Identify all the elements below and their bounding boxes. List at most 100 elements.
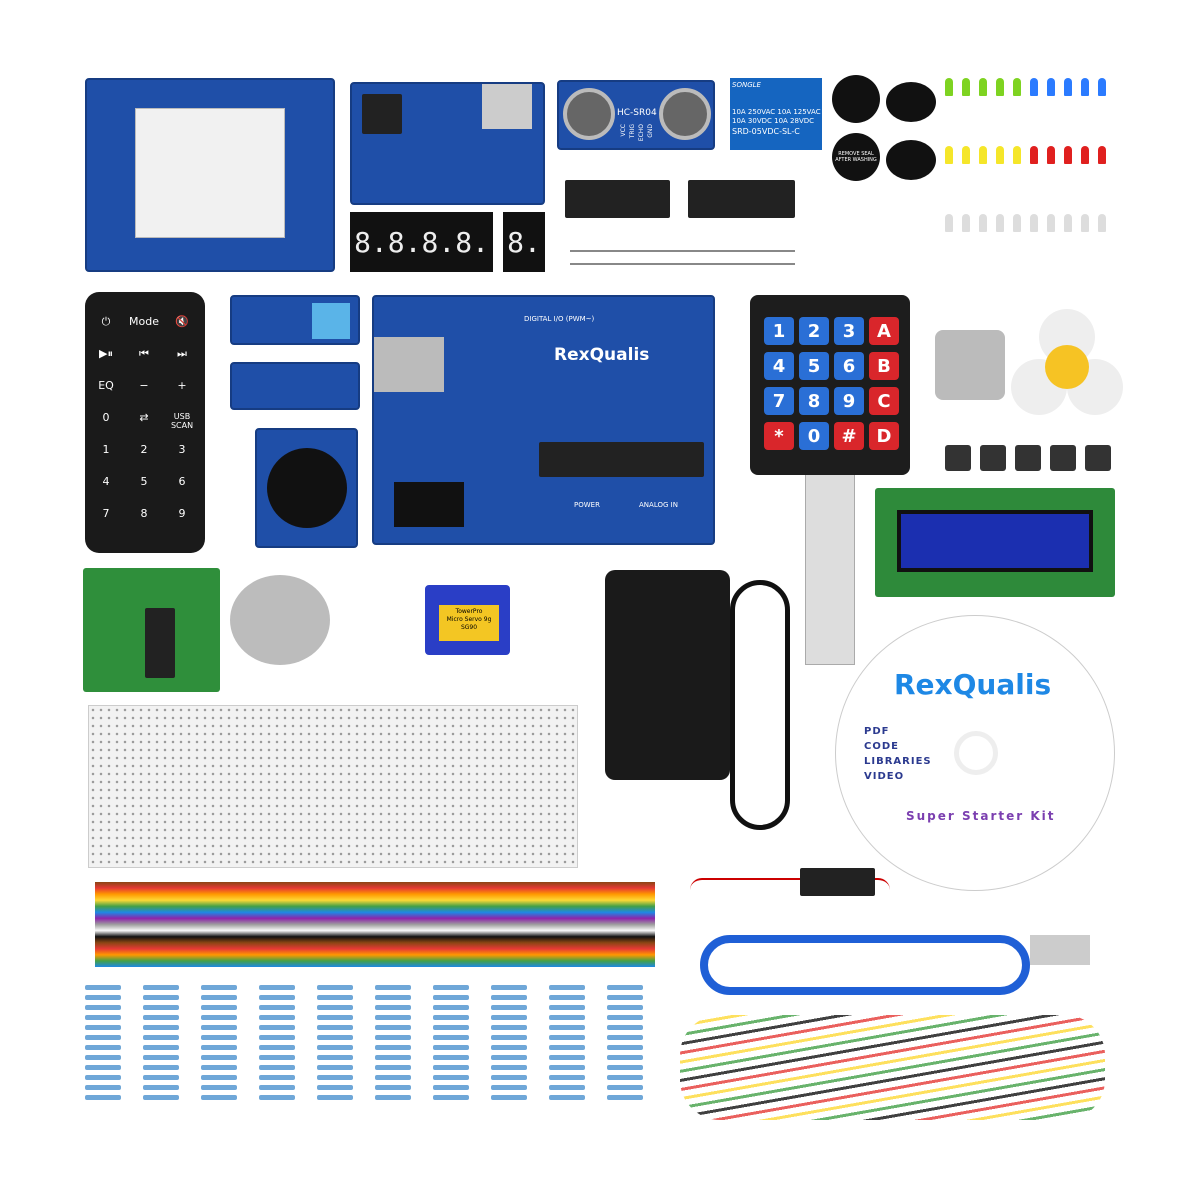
fan-blade	[1045, 345, 1089, 389]
sound-sensor-module	[230, 362, 360, 410]
led	[1047, 78, 1055, 96]
remote-key: 1	[102, 443, 110, 456]
resistor-assortment	[85, 985, 660, 1105]
servo-motor: TowerPro Micro Servo 9g SG90	[425, 585, 510, 655]
resistor	[85, 1055, 121, 1060]
resistor	[375, 1065, 411, 1070]
pin-echo-label: ECHO	[638, 124, 645, 142]
resistor	[259, 1025, 295, 1030]
resistor	[607, 1025, 643, 1030]
remote-key: 7	[102, 507, 110, 520]
led	[1081, 78, 1089, 96]
cd-item-video: VIDEO	[864, 771, 905, 782]
remote-key: ⏭	[177, 347, 187, 360]
resistor	[143, 1035, 179, 1040]
resistor	[259, 1015, 295, 1020]
resistor	[201, 1055, 237, 1060]
led	[1064, 214, 1072, 232]
relay-spec-1: 10A 250VAC 10A 125VAC	[732, 108, 821, 116]
resistor	[201, 1035, 237, 1040]
keypad-key: A	[869, 317, 899, 345]
shift-register-chip	[688, 180, 795, 218]
remote-key: EQ	[98, 379, 114, 392]
ultrasonic-label: HC-SR04	[617, 108, 657, 118]
resistor	[433, 995, 469, 1000]
servo-sub: Micro Servo 9g	[446, 616, 492, 623]
remote-key: ⏮	[139, 347, 149, 360]
led	[1098, 214, 1106, 232]
pin-gnd-label: GND	[647, 124, 654, 138]
potentiometer	[886, 140, 936, 180]
resistor	[143, 1085, 179, 1090]
remote-key: 4	[102, 475, 110, 488]
resistor	[85, 1095, 121, 1100]
resistor	[375, 1085, 411, 1090]
resistor	[375, 1045, 411, 1050]
resistor	[317, 1085, 353, 1090]
keypad-key: 5	[799, 352, 829, 380]
push-button	[945, 445, 971, 471]
resistor	[375, 1055, 411, 1060]
resistor	[375, 1075, 411, 1080]
resistor	[201, 995, 237, 1000]
joystick-module	[255, 428, 358, 548]
resistor	[549, 1015, 585, 1020]
resistor	[549, 1035, 585, 1040]
remote-key: 2	[140, 443, 148, 456]
remote-key: 9	[178, 507, 186, 520]
led	[996, 214, 1004, 232]
resistor	[433, 1075, 469, 1080]
resistor	[375, 1035, 411, 1040]
keypad-key: C	[869, 387, 899, 415]
ic-chip	[565, 180, 670, 218]
resistor	[433, 1005, 469, 1010]
remote-key: −	[139, 379, 149, 392]
keypad-key: 1	[764, 317, 794, 345]
resistor	[549, 1045, 585, 1050]
cd-item-code: CODE	[864, 741, 899, 752]
servo-brand: TowerPro	[455, 608, 483, 615]
resistor	[317, 1055, 353, 1060]
resistor	[491, 1095, 527, 1100]
resistor	[491, 1025, 527, 1030]
relay-brand: SONGLE	[732, 81, 761, 89]
resistor	[317, 1095, 353, 1100]
resistor	[433, 1035, 469, 1040]
resistor	[259, 1095, 295, 1100]
led	[1047, 146, 1055, 164]
resistor	[259, 1055, 295, 1060]
resistor	[317, 985, 353, 990]
resistor	[433, 1055, 469, 1060]
resistor	[491, 1015, 527, 1020]
uno-digital-label: DIGITAL I/O (PWM~)	[524, 315, 595, 323]
resistor	[491, 1055, 527, 1060]
adapter-cable	[730, 580, 790, 830]
resistor	[549, 985, 585, 990]
resistor	[317, 1005, 353, 1010]
potentiometer	[886, 82, 936, 122]
one-digit-display: 8.	[503, 212, 545, 272]
remote-key: 0	[102, 411, 110, 424]
resistor	[85, 985, 121, 990]
led	[945, 146, 953, 164]
led	[1098, 78, 1106, 96]
resistor	[259, 1085, 295, 1090]
diode	[570, 250, 795, 252]
resistor	[317, 995, 353, 1000]
resistor	[259, 995, 295, 1000]
keypad-key: 4	[764, 352, 794, 380]
resistor	[85, 1075, 121, 1080]
led	[1047, 214, 1055, 232]
resistor	[259, 1005, 295, 1010]
stepper-driver-board	[83, 568, 220, 692]
software-cd: RexQualis PDF CODE LIBRARIES VIDEO Super…	[835, 615, 1115, 891]
resistor	[433, 1015, 469, 1020]
resistor	[607, 1085, 643, 1090]
resistor	[85, 995, 121, 1000]
resistor	[143, 1015, 179, 1020]
remote-key: ⏻	[101, 315, 111, 328]
resistor	[491, 1045, 527, 1050]
power-adapter	[605, 570, 730, 780]
push-button	[1085, 445, 1111, 471]
